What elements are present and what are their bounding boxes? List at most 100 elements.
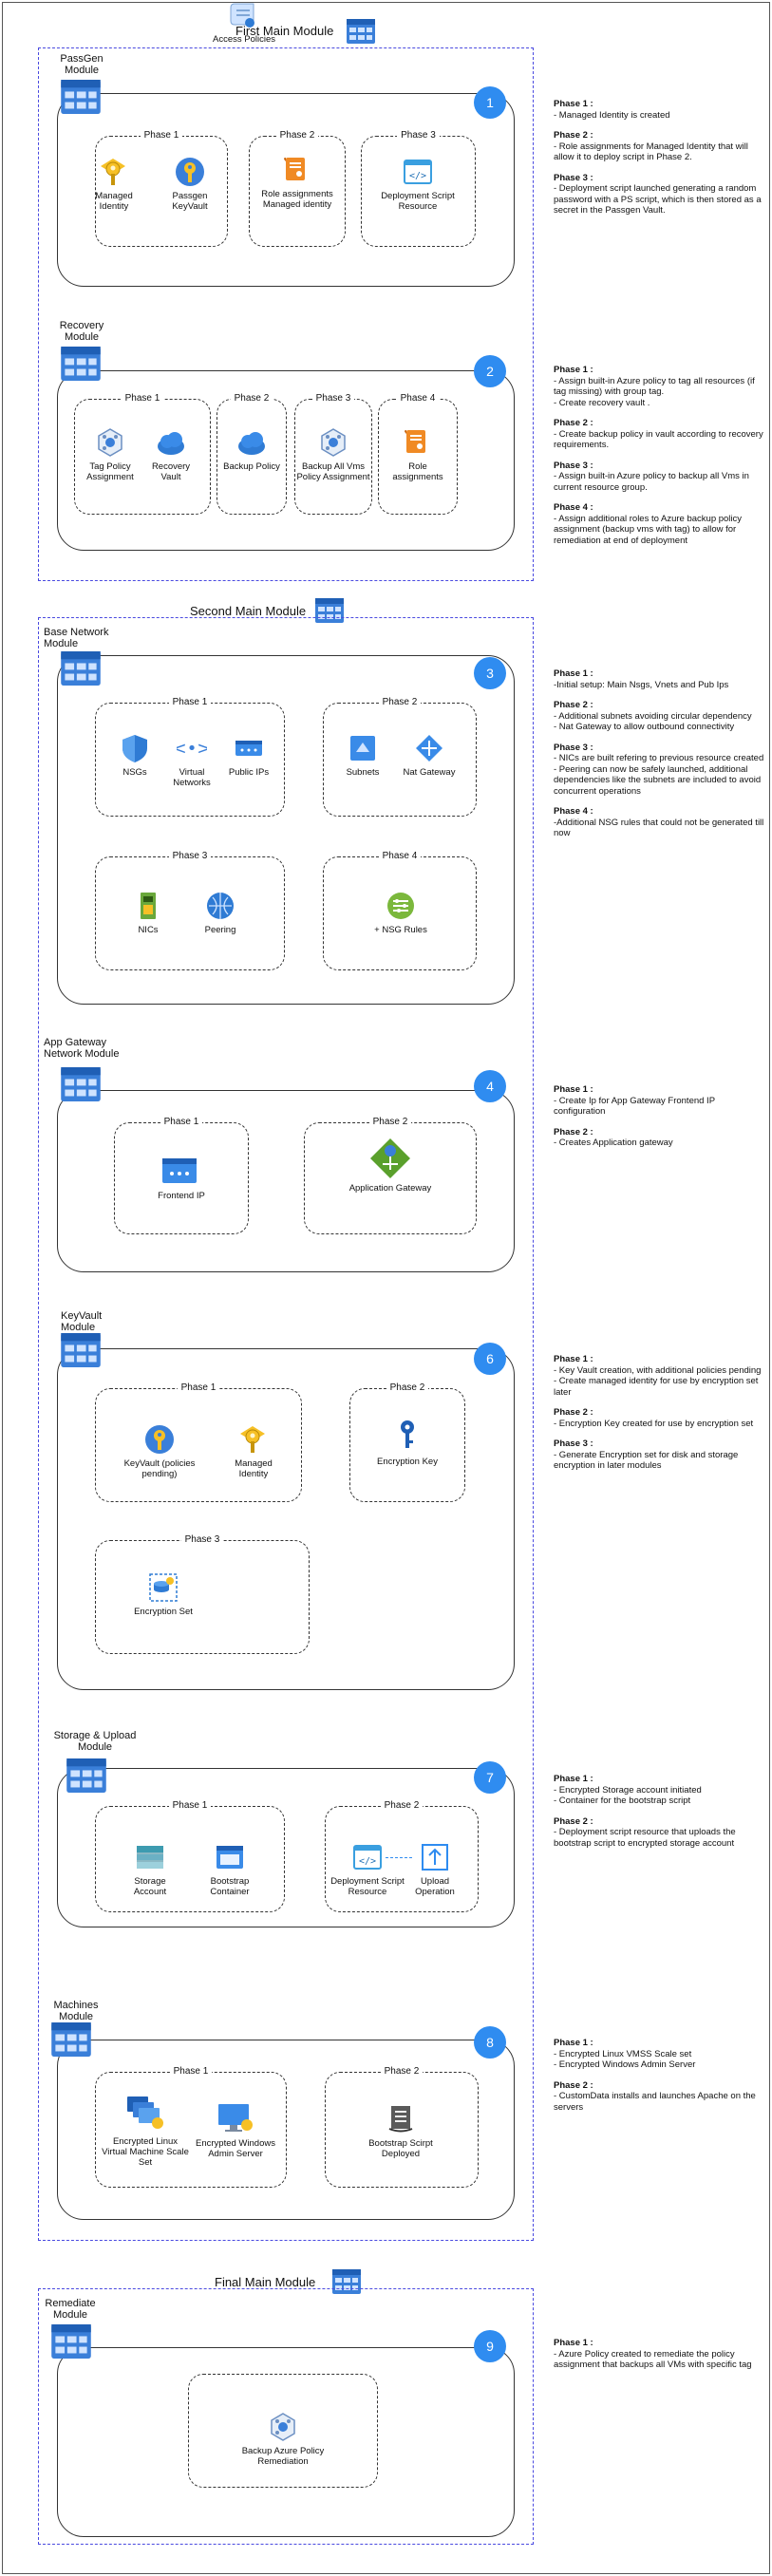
phase-label: Phase 4: [396, 393, 440, 404]
second-main-module-group: [38, 617, 534, 2241]
phase-label: Phase 1: [168, 1800, 212, 1811]
phase-box: Phase 4: [378, 393, 458, 515]
module-2-description: Phase 1 :- Assign built-in Azure policy …: [554, 365, 763, 546]
resource-subnets: Subnets: [332, 733, 393, 778]
windows-vm-icon: [218, 2104, 253, 2132]
module-name: KeyVault Module: [61, 1310, 103, 1333]
frontend-ip-icon: [162, 1158, 197, 1183]
script-scroll-icon: [388, 2105, 413, 2133]
phase-label: Phase 3: [168, 851, 212, 861]
resource-bootstrap-container: Bootstrap Container: [198, 1842, 262, 1897]
module-grid-icon: [51, 2324, 91, 2359]
resource-nat-gateway: Nat Gateway: [399, 733, 460, 778]
resource-windows-admin-server: Encrypted Windows Admin Server: [190, 2100, 281, 2159]
final-main-module-group: [38, 2288, 534, 2545]
resource-frontend-ip: Frontend IP: [139, 1153, 224, 1201]
phase-box: Phase 1: [95, 130, 228, 247]
phase-label: Phase 1: [177, 1382, 220, 1393]
module-grid-icon: [51, 2022, 91, 2057]
phase-box: Phase 1: [74, 393, 211, 515]
public-ip-icon: [235, 741, 262, 756]
resource-role-assignments: Role assignments Managed identity: [250, 155, 345, 210]
resource-upload-operation: Upload Operation: [406, 1842, 463, 1897]
resource-encryption-key: Encryption Key: [374, 1419, 441, 1467]
module-name: PassGen Module: [60, 53, 104, 76]
resource-backup-vms-policy: Backup All Vms Policy Assignment: [295, 427, 371, 482]
phase-label: Phase 1: [168, 697, 212, 707]
phase-label: Phase 2: [380, 2066, 424, 2077]
phase-box: Phase 2: [249, 130, 346, 247]
resource-tag-policy: Tag Policy Assignment: [80, 427, 141, 482]
nat-gateway-icon: [415, 734, 443, 762]
role-assignment-icon: [405, 430, 425, 453]
phase-label: Phase 1: [169, 2066, 213, 2077]
phase-box: Phase 3: [95, 1534, 310, 1654]
encryption-set-icon: [149, 1573, 178, 1602]
step-number-badge: 8: [474, 2026, 506, 2059]
policy-icon: [98, 428, 122, 457]
role-assignment-icon: [284, 158, 305, 180]
upload-icon: [422, 1844, 448, 1871]
nic-icon: [141, 893, 156, 919]
module-3-description: Phase 1 :-Initial setup: Main Nsgs, Vnet…: [554, 668, 764, 838]
resource-recovery-vault: Recovery Vault: [142, 427, 199, 482]
backup-cloud-icon: [238, 432, 265, 455]
resource-virtual-networks: Virtual Networks: [163, 733, 220, 788]
module-name: Storage & Upload Module: [53, 1730, 137, 1753]
phase-label: Phase 2: [230, 393, 273, 404]
module-1-description: Phase 1 :- Managed Identity is created P…: [554, 99, 762, 216]
phase-label: Phase 2: [368, 1117, 412, 1127]
resource-managed-identity: Managed Identity: [85, 157, 142, 212]
resource-role-assignments: Role assignments: [384, 427, 452, 482]
module-name: Base Network Module: [44, 627, 109, 649]
resource-public-ips: Public IPs: [220, 733, 277, 778]
vnet-icon: [177, 739, 207, 759]
resource-backup-policy-remediation: Backup Azure Policy Remediation: [226, 2412, 340, 2467]
phase-label: Phase 2: [380, 1800, 424, 1811]
phase-label: Phase 4: [378, 851, 422, 861]
phase-label: Phase 3: [180, 1534, 224, 1545]
resource-access-policies: Access Policies: [211, 0, 277, 45]
phase-label: Phase 2: [378, 697, 422, 707]
resource-nsg-rules: + NSG Rules: [370, 891, 431, 935]
vmss-icon: [127, 2097, 163, 2129]
module-grid-icon: [61, 1067, 101, 1101]
module-name: Remediate Module: [45, 2298, 96, 2321]
phase-label: Phase 1: [121, 393, 164, 404]
module-grid-icon: [66, 1758, 106, 1793]
module-name: Machines Module: [53, 2000, 99, 2022]
phase-label: Phase 3: [397, 130, 440, 141]
encryption-key-icon: [401, 1420, 414, 1448]
module-8-description: Phase 1 :- Encrypted Linux VMSS Scale se…: [554, 2038, 756, 2113]
phase-box: Phase 2: [325, 1800, 479, 1912]
subnet-icon: [350, 736, 375, 761]
section-title-second: Second Main Module: [190, 604, 307, 618]
resource-deployment-script: Deployment Script Resource: [372, 157, 463, 212]
step-number-badge: 7: [474, 1761, 506, 1794]
keyvault-icon: [145, 1425, 174, 1454]
access-policies-icon: [230, 3, 255, 28]
storage-account-icon: [137, 1846, 163, 1869]
module-name: App Gateway Network Module: [44, 1037, 120, 1060]
module-4-description: Phase 1 :- Create Ip for App Gateway Fro…: [554, 1084, 715, 1148]
resource-storage-account: Storage Account: [120, 1842, 180, 1897]
module-grid-icon: [61, 80, 101, 114]
phase-box: Phase 1: [95, 2066, 287, 2188]
resource-keyvault: KeyVault (policies pending): [112, 1424, 207, 1479]
managed-identity-icon: [239, 1425, 266, 1454]
resource-nics: NICs: [120, 891, 177, 935]
phase-label: Phase 1: [140, 130, 183, 141]
phase-box: Phase 3: [95, 851, 285, 970]
resource-passgen-keyvault: Passgen KeyVault: [161, 157, 218, 212]
phase-box: Phase 2: [325, 2066, 479, 2188]
upload-arrow-connector: [386, 1857, 412, 1858]
phase-box: Phase 1: [95, 1800, 285, 1912]
deployment-script-icon: [353, 1845, 382, 1870]
phase-box: Phase 1: [95, 697, 285, 817]
module-name: Recovery Module: [59, 320, 104, 343]
phase-label: Phase 3: [311, 393, 355, 404]
resource-encryption-set: Encryption Set: [133, 1572, 194, 1617]
module-grid-icon: [61, 651, 101, 686]
resource-peering: Peering: [192, 891, 249, 935]
